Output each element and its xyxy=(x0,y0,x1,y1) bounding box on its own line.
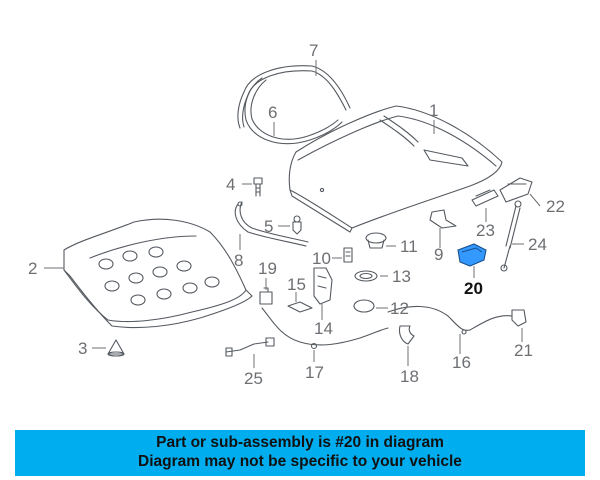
part-23-hinge[interactable] xyxy=(471,189,499,207)
callout-6: 6 xyxy=(268,103,278,122)
part-7-hood-seal[interactable] xyxy=(237,65,351,129)
part-1-hood[interactable] xyxy=(288,105,503,233)
callout-2: 2 xyxy=(28,259,38,278)
part-12-cap[interactable] xyxy=(353,299,375,313)
part-19-clip[interactable] xyxy=(259,287,273,305)
callout-17: 17 xyxy=(305,363,324,382)
part-15-bracket[interactable] xyxy=(287,301,313,313)
callout-13: 13 xyxy=(392,267,411,286)
callout-23: 23 xyxy=(476,221,495,240)
callout-7: 7 xyxy=(309,41,319,60)
callout-20: 20 xyxy=(464,279,483,298)
leader-lines xyxy=(44,60,541,368)
callout-1: 1 xyxy=(429,101,439,120)
callout-24: 24 xyxy=(528,235,547,254)
part-18-clip[interactable] xyxy=(398,325,415,345)
callout-25: 25 xyxy=(244,369,263,388)
part-13-cap[interactable] xyxy=(354,270,378,282)
part-17-cable[interactable] xyxy=(261,307,389,350)
part-14-latch[interactable] xyxy=(313,267,333,305)
callout-22: 22 xyxy=(546,197,565,216)
info-banner: Part or sub-assembly is #20 in diagram D… xyxy=(15,430,585,476)
parts-diagram xyxy=(44,60,541,368)
callout-16: 16 xyxy=(452,353,471,372)
callout-11: 11 xyxy=(400,237,418,256)
banner-line-1: Part or sub-assembly is #20 in diagram xyxy=(156,434,444,451)
callout-12: 12 xyxy=(390,299,409,318)
callout-18: 18 xyxy=(400,367,419,386)
part-20-highlighted[interactable] xyxy=(457,243,487,267)
callout-9: 9 xyxy=(434,245,444,264)
part-22-hinge[interactable] xyxy=(499,177,533,203)
part-3-plug[interactable] xyxy=(107,339,125,357)
part-4-bolt[interactable] xyxy=(253,177,263,197)
banner-line-2: Diagram may not be specific to your vehi… xyxy=(138,453,462,470)
callout-10: 10 xyxy=(312,249,331,268)
part-8-strip[interactable] xyxy=(234,201,309,247)
part-11-grommet[interactable] xyxy=(365,232,387,249)
callout-8: 8 xyxy=(234,251,244,270)
callout-19: 19 xyxy=(258,259,277,278)
part-21-latch[interactable] xyxy=(511,309,527,327)
callout-14: 14 xyxy=(314,319,333,338)
callout-3: 3 xyxy=(78,339,88,358)
part-16-cable[interactable] xyxy=(387,305,513,335)
part-25-handle[interactable] xyxy=(225,337,275,357)
part-2-insulator[interactable] xyxy=(63,218,253,329)
callout-15: 15 xyxy=(287,275,306,294)
part-9-bracket[interactable] xyxy=(429,209,457,229)
part-5-clip[interactable] xyxy=(292,215,302,235)
part-6-weatherstrip[interactable] xyxy=(244,77,343,145)
callout-5: 5 xyxy=(264,217,274,236)
callout-21: 21 xyxy=(514,341,533,360)
part-24-strut[interactable] xyxy=(500,200,522,272)
part-10-stop[interactable] xyxy=(343,247,353,263)
callout-4: 4 xyxy=(226,175,236,194)
